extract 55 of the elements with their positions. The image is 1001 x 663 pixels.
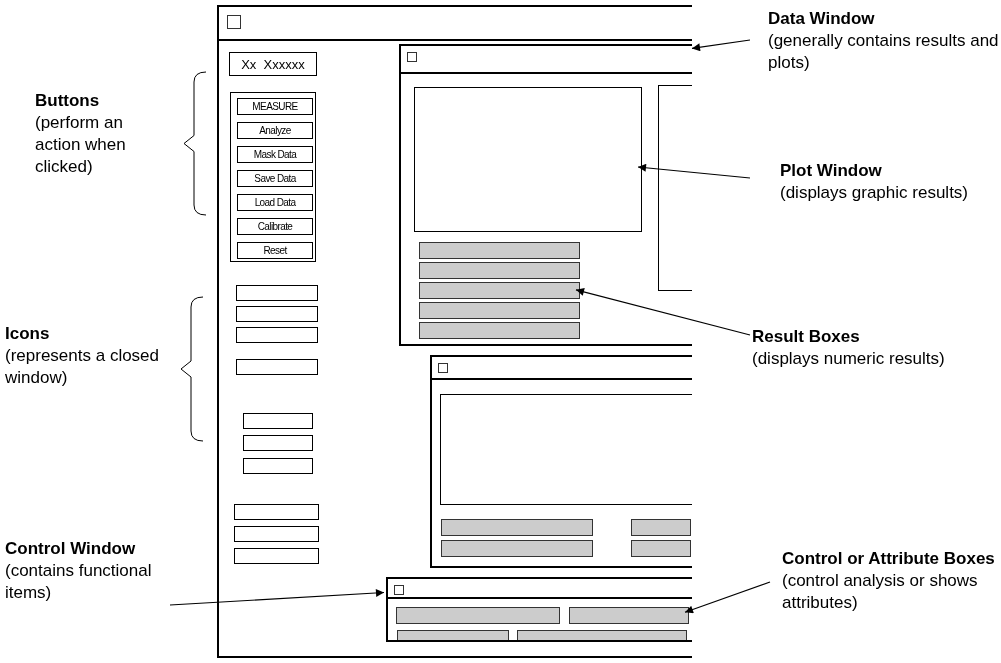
- minimized-window-bar: [243, 435, 313, 451]
- result-field: [419, 242, 580, 259]
- text-field: Xx Xxxxxx: [229, 52, 317, 76]
- callout-heading: Icons: [5, 323, 51, 345]
- leader-line: [575, 288, 751, 336]
- callout-text: (displays graphic results): [780, 182, 969, 204]
- result-field: [441, 540, 593, 557]
- button: Calibrate: [237, 218, 313, 235]
- minimized-window-bar: [236, 285, 318, 301]
- button: Reset: [237, 242, 313, 259]
- callout-text: (generally contains results and plots): [768, 30, 1000, 74]
- button: Load Data: [237, 194, 313, 211]
- plot-area: [440, 394, 692, 505]
- callout-heading: Buttons: [35, 90, 101, 112]
- minimized-window-bar: [236, 327, 318, 343]
- callout-heading: Plot Window: [780, 160, 883, 182]
- plot-area: [414, 87, 642, 232]
- window-frame: [217, 5, 692, 658]
- minimized-window-bar: [234, 548, 319, 564]
- control-field: [569, 607, 689, 624]
- callout-heading: Control Window: [5, 538, 137, 560]
- button: Save Data: [237, 170, 313, 187]
- button: MEASURE: [237, 98, 313, 115]
- window-frame: [399, 44, 692, 346]
- leader-line: [684, 581, 771, 614]
- button-panel: [230, 92, 316, 262]
- button: Analyze: [237, 122, 313, 139]
- minimized-window-bar: [243, 413, 313, 429]
- minimized-window-bar: [236, 359, 318, 375]
- callout-text: (displays numeric results): [752, 348, 946, 370]
- result-field: [419, 262, 580, 279]
- callout-text: (control analysis or shows attributes): [782, 570, 979, 614]
- window-frame: [386, 577, 692, 642]
- minimized-window-bar: [234, 526, 319, 542]
- callout-text: (perform an action when clicked): [35, 112, 127, 178]
- leader-line: [637, 163, 751, 179]
- minimized-window-bar: [234, 504, 319, 520]
- callout-heading: Control or Attribute Boxes: [782, 548, 996, 570]
- leader-line: [169, 589, 385, 606]
- result-field: [419, 282, 580, 299]
- minimized-window-bar: [243, 458, 313, 474]
- result-field: [631, 519, 691, 536]
- callout-heading: Result Boxes: [752, 326, 861, 348]
- result-field: [419, 322, 580, 339]
- result-field: [419, 302, 580, 319]
- result-field: [441, 519, 593, 536]
- minimized-window-bar: [236, 306, 318, 322]
- leader-line: [691, 39, 751, 52]
- control-field: [396, 607, 560, 624]
- result-field: [631, 540, 691, 557]
- window-frame: [430, 355, 692, 568]
- button: Mask Data: [237, 146, 313, 163]
- callout-text: (contains functional items): [5, 560, 153, 604]
- callout-heading: Data Window: [768, 8, 876, 30]
- callout-text: (represents a closed window): [5, 345, 161, 389]
